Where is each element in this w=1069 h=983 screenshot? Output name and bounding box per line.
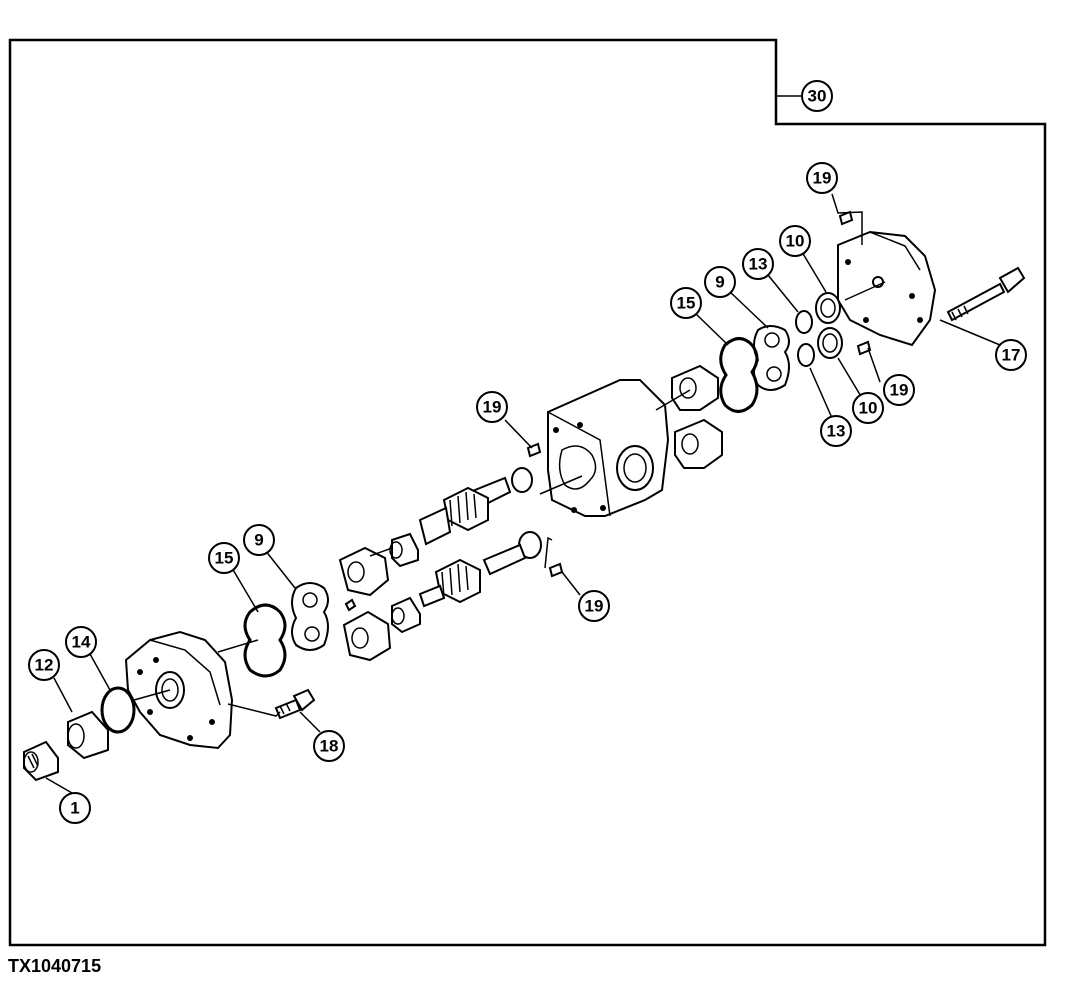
svg-text:9: 9 (254, 531, 263, 550)
front-bearing-block-lower (342, 610, 392, 662)
front-gasket (291, 582, 329, 651)
rear-cover (837, 230, 937, 347)
dowel-pin-rear-lower (856, 340, 872, 356)
callout-10-bottom: 10 (852, 392, 884, 424)
rear-gasket (753, 325, 790, 391)
svg-text:19: 19 (813, 169, 832, 188)
svg-text:19: 19 (890, 381, 909, 400)
callout-18: 18 (313, 730, 345, 762)
callout-19-lower: 19 (578, 590, 610, 622)
dowel-pin-center-lower (548, 562, 564, 578)
rear-o-ring-lower (797, 343, 815, 367)
callout-9-front: 9 (243, 524, 275, 556)
callout-30: 30 (801, 80, 833, 112)
front-bushing-lower (391, 596, 421, 634)
callout-1: 1 (59, 792, 91, 824)
callout-15-front: 15 (208, 542, 240, 574)
drive-gear-shaft (418, 467, 533, 546)
callout-19-right: 19 (883, 374, 915, 406)
front-seal-ring (243, 603, 287, 678)
rear-seal-upper (815, 292, 841, 324)
svg-text:15: 15 (215, 549, 234, 568)
svg-text:30: 30 (808, 87, 827, 106)
svg-text:15: 15 (677, 294, 696, 313)
driven-gear-shaft (418, 531, 542, 608)
dowel-pin-rear-upper (838, 210, 854, 226)
svg-text:12: 12 (35, 656, 54, 675)
front-shaft-seal (67, 710, 109, 760)
callout-14: 14 (65, 626, 97, 658)
callout-17: 17 (995, 339, 1027, 371)
svg-text:1: 1 (70, 799, 79, 818)
rear-bearing-block-lower (674, 418, 723, 469)
svg-text:19: 19 (585, 597, 604, 616)
callout-13-bottom: 13 (820, 415, 852, 447)
rear-bearing-block-upper (671, 364, 719, 411)
callout-19-top: 19 (806, 162, 838, 194)
svg-text:17: 17 (1002, 346, 1021, 365)
front-o-ring (100, 686, 136, 734)
svg-text:9: 9 (715, 273, 724, 292)
needle-bearing (23, 740, 59, 782)
callout-13-top: 13 (742, 248, 774, 280)
svg-text:13: 13 (827, 422, 846, 441)
callout-15-rear: 15 (670, 287, 702, 319)
callout-12: 12 (28, 649, 60, 681)
svg-text:14: 14 (72, 633, 91, 652)
leader-lines (45, 95, 1001, 794)
rear-seal-lower (817, 327, 843, 359)
cap-screw (274, 688, 316, 720)
long-bolt (946, 266, 1026, 322)
svg-text:19: 19 (483, 398, 502, 417)
svg-text:18: 18 (320, 737, 339, 756)
rear-o-ring-upper (795, 310, 813, 334)
svg-text:13: 13 (749, 255, 768, 274)
svg-text:10: 10 (786, 232, 805, 251)
figure-id-label: TX1040715 (8, 956, 102, 976)
front-flange (124, 630, 234, 750)
front-bearing-block-upper (338, 546, 390, 597)
rear-seal-ring (719, 337, 759, 413)
svg-text:10: 10 (859, 399, 878, 418)
small-key (344, 598, 357, 612)
callout-19-center: 19 (476, 391, 508, 423)
front-bushing-upper (389, 532, 419, 568)
pump-body (547, 379, 670, 517)
callout-9-rear: 9 (704, 266, 736, 298)
callout-10-top: 10 (779, 225, 811, 257)
assembly-boundary (8, 38, 1047, 947)
